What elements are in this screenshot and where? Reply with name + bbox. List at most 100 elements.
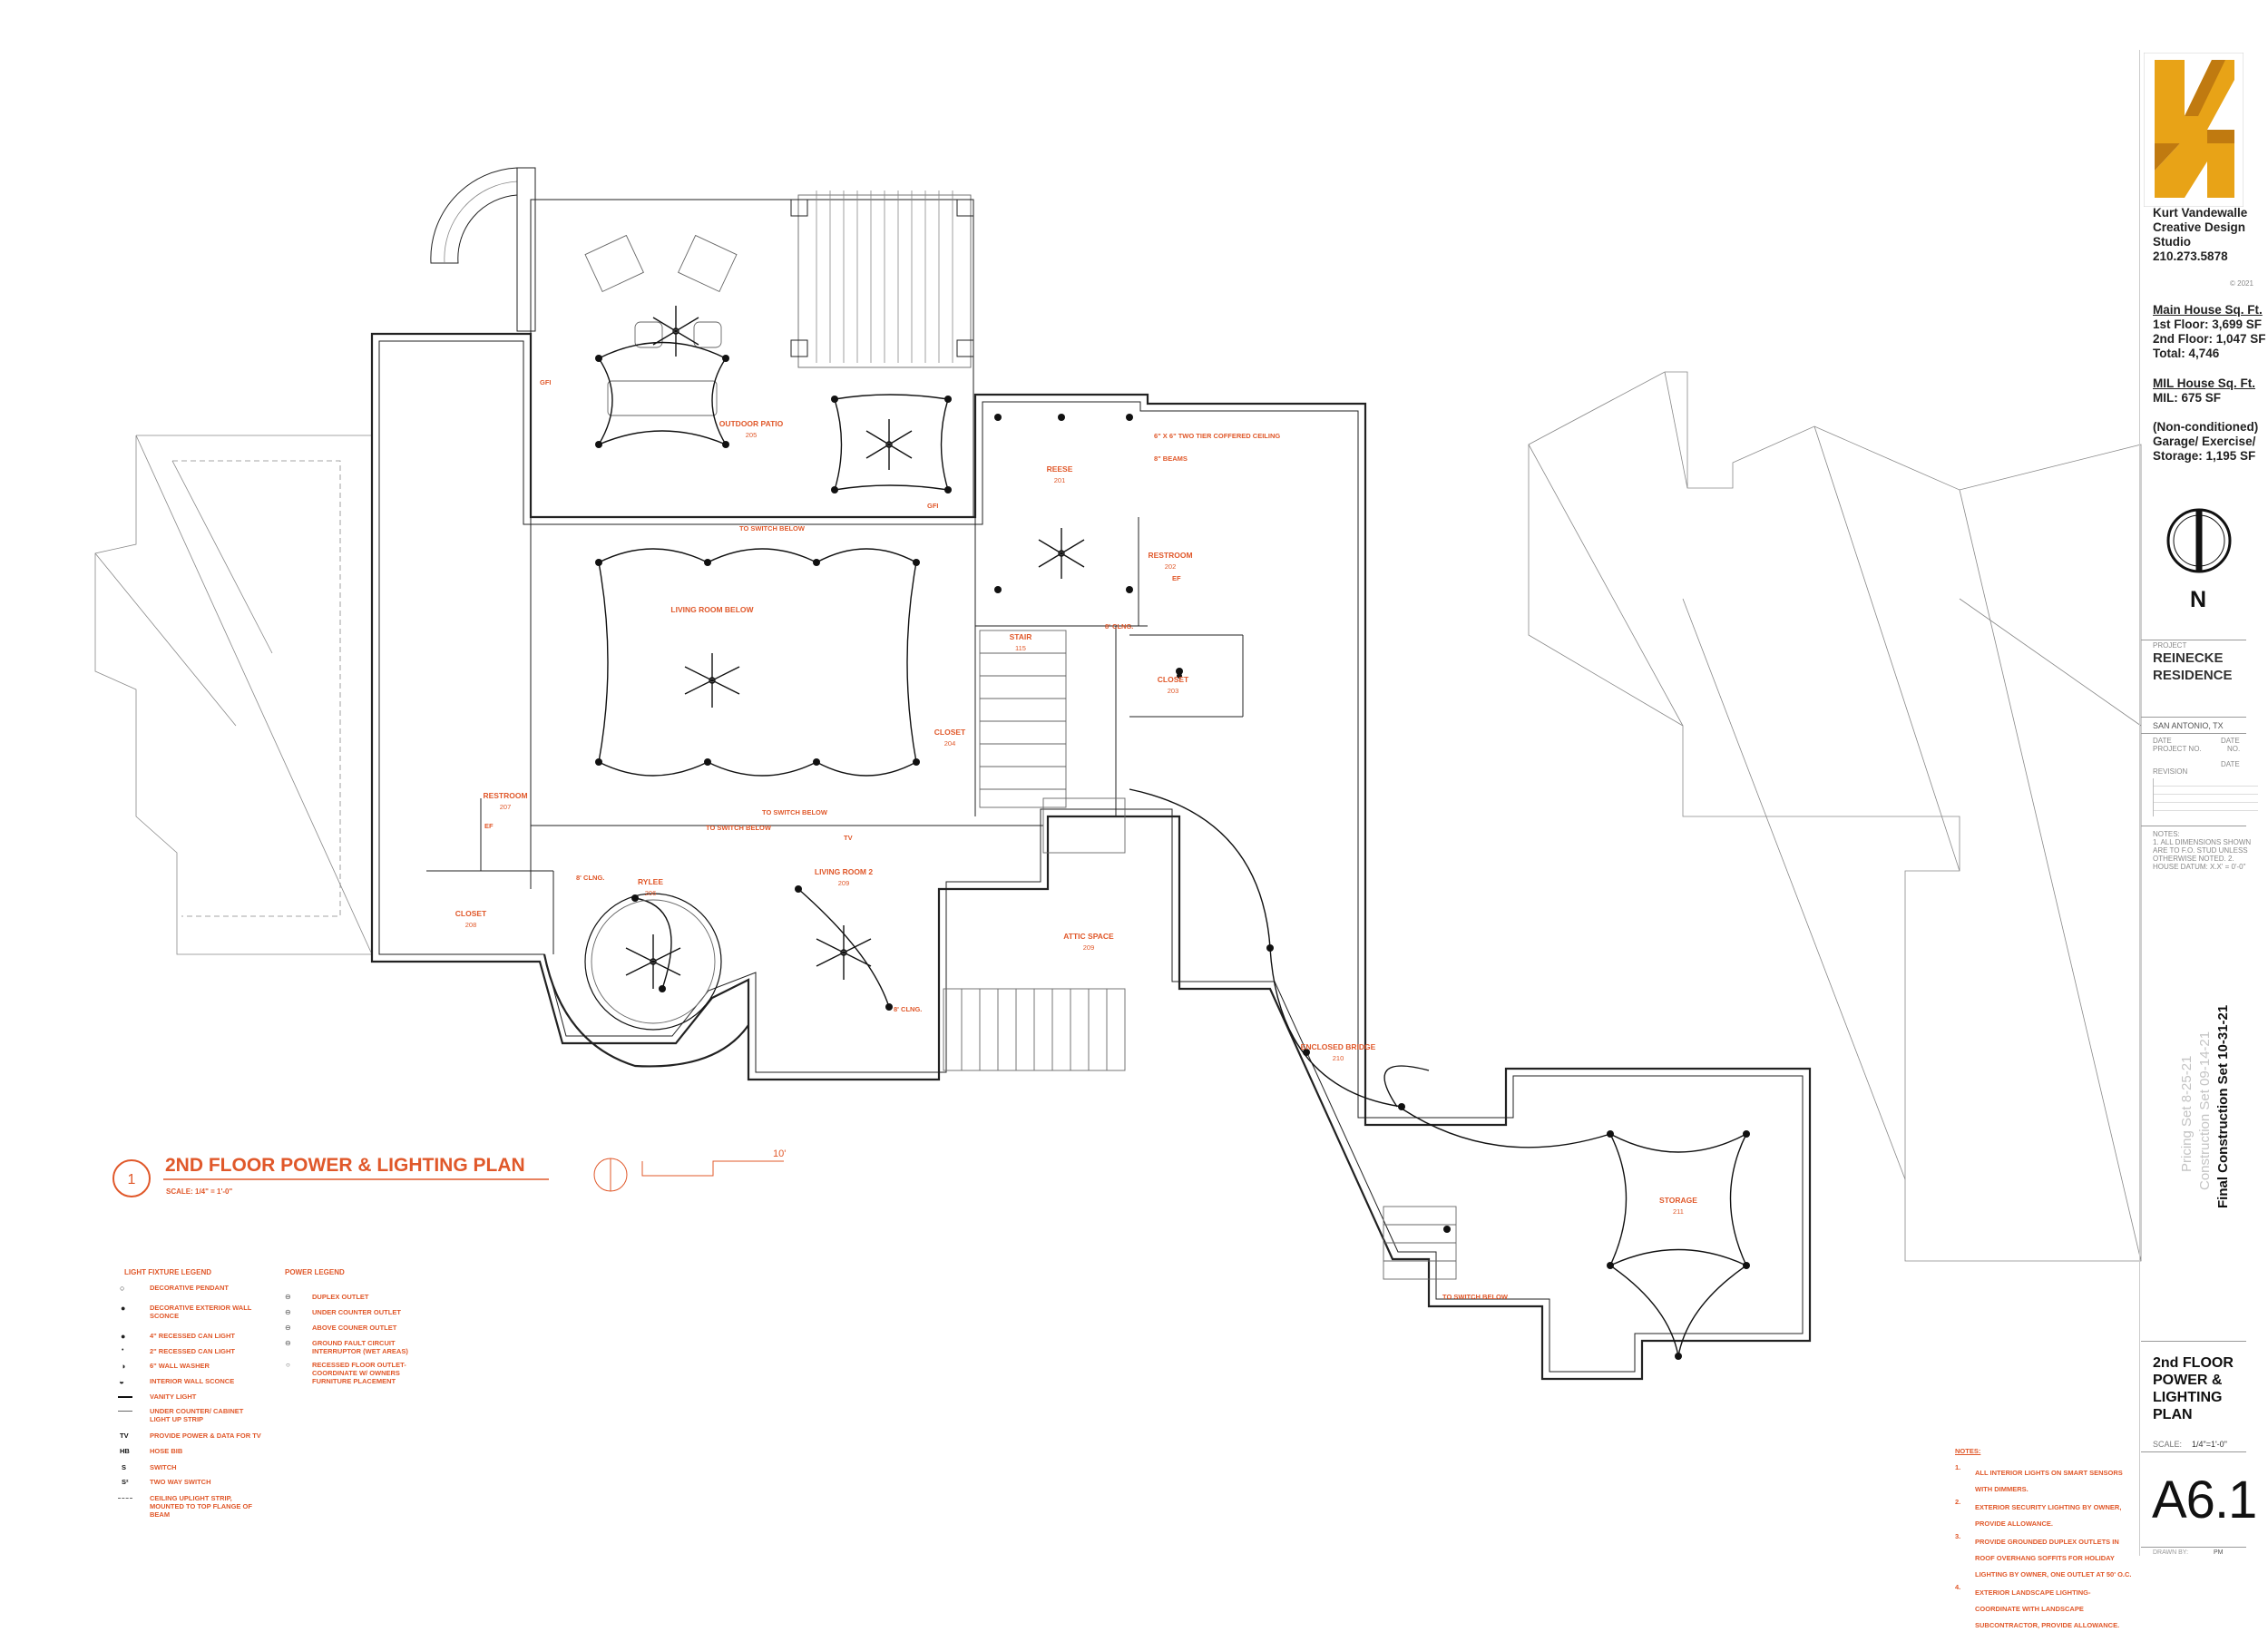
hose-bib-icon: HB [120, 1447, 130, 1455]
room-label: CLOSET [455, 909, 487, 918]
legend-item: DUPLEX OUTLET [312, 1293, 369, 1301]
floor-outlet-icon: ○ [286, 1361, 290, 1369]
room-label: RESTROOM [1148, 551, 1192, 560]
legend-item: DECORATIVE EXTERIOR WALL SCONCE [150, 1304, 252, 1320]
room-number: 209 [1083, 943, 1095, 952]
legend-item: ABOVE COUNER OUTLET [312, 1324, 397, 1332]
ceiling-fans [625, 306, 1085, 989]
drawn-by-label: DRAWN BY: [2153, 1549, 2189, 1556]
left-roof-outline [94, 435, 373, 955]
room-label: OUTDOOR PATIO [719, 419, 784, 428]
general-notes-label: NOTES: [2153, 830, 2180, 838]
room-number: 209 [838, 879, 850, 887]
drawing-number: 1 [128, 1172, 136, 1187]
room-label: STAIR [1010, 632, 1032, 641]
scale-label: SCALE: [2153, 1440, 2183, 1449]
legend-item: VANITY LIGHT [150, 1393, 197, 1401]
room-label: LIVING ROOM 2 [815, 867, 874, 876]
notes-header: NOTES: [1955, 1447, 1981, 1455]
room-number: 211 [1673, 1207, 1684, 1216]
sheet-number: A6.1 [2152, 1471, 2257, 1529]
project-label: PROJECT [2153, 641, 2187, 650]
room-label: CLOSET [1158, 675, 1189, 684]
legend-header: POWER LEGEND [285, 1268, 345, 1276]
legend-item: PROVIDE POWER & DATA FOR TV [150, 1432, 261, 1440]
room-number: 207 [500, 803, 512, 811]
room-number: 205 [746, 431, 758, 439]
general-notes: NOTES: 1.ALL INTERIOR LIGHTS ON SMART SE… [1955, 1447, 2136, 1632]
legend-item: SWITCH [150, 1463, 177, 1471]
room-number: 208 [465, 921, 477, 929]
drawing-scale: SCALE: 1/4" = 1'-0" [166, 1187, 232, 1196]
drawing-title: 2ND FLOOR POWER & LIGHTING PLAN [165, 1155, 525, 1176]
strip-light-icon [118, 1411, 132, 1412]
room-number: 206 [645, 889, 657, 897]
room-number: 202 [1165, 562, 1177, 571]
room-labels: OUTDOOR PATIO 205 LIVING ROOM BELOW REES… [455, 419, 1698, 1216]
note-item: ALL INTERIOR LIGHTS ON SMART SENSORS WIT… [1975, 1468, 2123, 1493]
note-item: EXTERIOR SECURITY LIGHTING BY OWNER, PRO… [1975, 1502, 2122, 1528]
room-number: 115 [1015, 644, 1026, 652]
note-item: PROVIDE GROUNDED DUPLEX OUTLETS IN ROOF … [1975, 1537, 2132, 1578]
small-can-icon: • [122, 1347, 124, 1353]
room-label: REESE [1047, 464, 1073, 474]
legend-item: INTERIOR WALL SCONCE [150, 1377, 235, 1385]
note-item: EXTERIOR LANDSCAPE LIGHTING- COORDINATE … [1975, 1588, 2120, 1629]
under-counter-outlet-icon: ⊖ [285, 1308, 291, 1316]
room-number: 201 [1054, 476, 1066, 484]
interior-sconce-icon: ◒ [119, 1377, 125, 1387]
outdoor-patio [430, 167, 974, 518]
switch-note: TO SWITCH BELOW [762, 808, 828, 816]
legend-item: DECORATIVE PENDANT [150, 1284, 229, 1292]
room-number: 204 [944, 739, 956, 748]
switch-note: TO SWITCH BELOW [1442, 1293, 1509, 1301]
stair [943, 630, 1457, 1280]
wall-washer-icon: ◑ [121, 1362, 126, 1371]
legend-item: 6" WALL WASHER [150, 1362, 210, 1370]
main-house-area: Main House Sq. Ft. 1st Floor: 3,699 SF 2… [2153, 303, 2266, 360]
north-label: N [2190, 587, 2207, 612]
legend-item: 2" RECESSED CAN LIGHT [150, 1347, 235, 1355]
two-way-switch-icon: S² [122, 1478, 129, 1486]
rylee-round-room [543, 893, 749, 1068]
annotations: 6" X 6" TWO TIER COFFERED CEILING 8" BEA… [484, 378, 1509, 1301]
legend-item: TWO WAY SWITCH [150, 1478, 211, 1486]
room-number: 203 [1168, 687, 1179, 695]
title-block-divider [2139, 50, 2140, 1556]
sheet-title: 2nd FLOOR POWER & LIGHTING PLAN [2153, 1355, 2234, 1422]
exhaust-fan-note: EF [484, 822, 494, 830]
above-counter-outlet-icon: ⊖ [285, 1324, 291, 1332]
room-label: ENCLOSED BRIDGE [1301, 1042, 1376, 1051]
beams-note: 8" BEAMS [1154, 454, 1188, 463]
tv-icon: TV [120, 1432, 129, 1440]
room-label: CLOSET [934, 728, 966, 737]
room-label: STORAGE [1659, 1196, 1697, 1205]
exhaust-fan-note: EF [1172, 574, 1181, 582]
date-label-3: DATE [2221, 760, 2240, 768]
project-no-label: PROJECT NO. [2153, 745, 2202, 753]
legend-item: 4" RECESSED CAN LIGHT [150, 1332, 235, 1340]
right-roof-outline [1528, 371, 2142, 1262]
gfi-note: GFI [927, 502, 939, 510]
revision-label: REVISION [2153, 767, 2188, 776]
date-label-right: DATE [2221, 737, 2240, 745]
can-light-icon: ● [121, 1332, 126, 1341]
scale-value: 1/4"=1'-0" [2192, 1440, 2227, 1449]
legend-item: UNDER COUNTER OUTLET [312, 1308, 401, 1316]
legend-item: UNDER COUNTER/ CABINET LIGHT UP STRIP [150, 1407, 244, 1423]
date-label: DATE [2153, 737, 2172, 745]
studio-info: Kurt Vandewalle Creative Design Studio 2… [2153, 206, 2248, 263]
legend-item: HOSE BIB [150, 1447, 183, 1455]
duplex-outlet-icon: ⊖ [285, 1293, 291, 1301]
nonconditioned-area: (Non-conditioned) Garage/ Exercise/ Stor… [2153, 420, 2259, 463]
ceiling-note: 8' CLNG. [894, 1005, 922, 1013]
legend-header: LIGHT FIXTURE LEGEND [124, 1268, 211, 1276]
room-number: 210 [1333, 1054, 1344, 1062]
switch-note: TO SWITCH BELOW [706, 824, 772, 832]
issue-set-pricing: Pricing Set 8-25-21 [2179, 1055, 2195, 1172]
room-label: LIVING ROOM BELOW [670, 605, 754, 614]
drawn-by: PM [2214, 1549, 2224, 1556]
legend-item: CEILING UPLIGHT STRIP, MOUNTED TO TOP FL… [150, 1494, 252, 1519]
light-fixture-legend: LIGHT FIXTURE LEGEND [124, 1268, 297, 1276]
